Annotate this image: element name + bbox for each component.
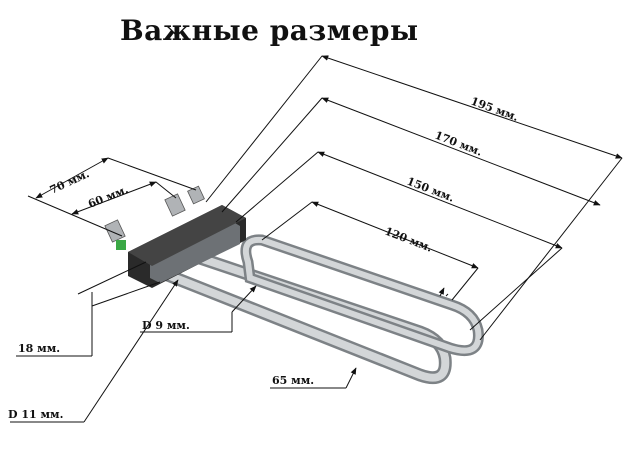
dim-70-label: 70 мм. xyxy=(48,167,92,197)
dim-18-label: 18 мм. xyxy=(18,342,60,355)
dim-170-label: 170 мм. xyxy=(433,129,484,159)
dimension-lines xyxy=(10,55,623,423)
dim-150-label: 150 мм. xyxy=(405,175,456,205)
diagram-title: Важные размеры xyxy=(120,14,419,47)
dim-65-label: 65 мм. xyxy=(272,374,314,387)
terminals xyxy=(104,185,205,250)
heating-tube xyxy=(153,234,484,385)
dim-60-label: 60 мм. xyxy=(86,183,130,211)
ground-terminal xyxy=(116,240,126,250)
dim-120-label: 120 мм. xyxy=(383,225,434,255)
dim-d11-label: D 11 мм. xyxy=(8,408,63,421)
dim-d9-label: D 9 мм. xyxy=(142,319,190,332)
dim-195-label: 195 мм. xyxy=(469,95,520,124)
flange xyxy=(128,205,246,288)
